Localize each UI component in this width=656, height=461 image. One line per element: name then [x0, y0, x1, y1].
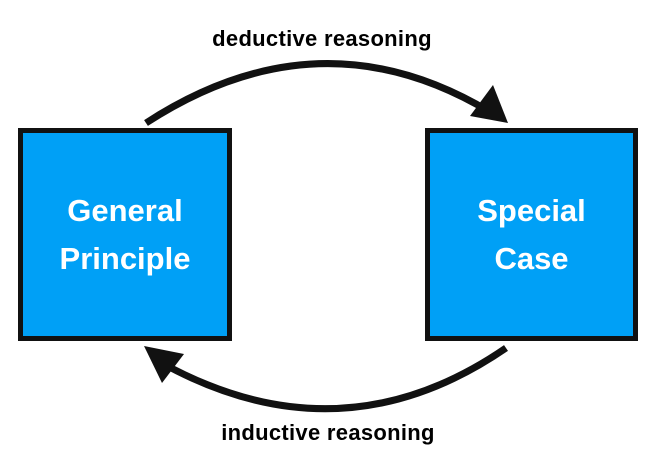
- deductive-reasoning-label: deductive reasoning: [212, 26, 432, 51]
- inductive-arrow-icon: [144, 345, 508, 413]
- general-principle-label: General Principle: [59, 192, 191, 276]
- inductive-reasoning-label: inductive reasoning: [221, 420, 435, 445]
- general-principle-box: General Principle: [18, 128, 232, 341]
- special-case-box: Special Case: [425, 128, 638, 341]
- deductive-arrow-icon: [144, 60, 508, 126]
- special-case-label: Special Case: [477, 192, 586, 276]
